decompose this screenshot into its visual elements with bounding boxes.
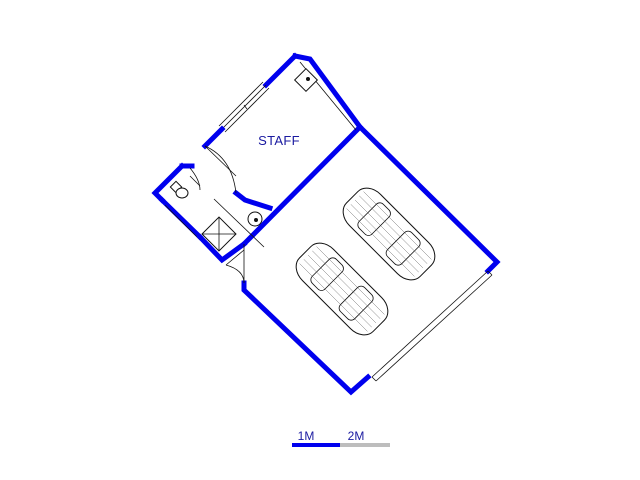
staff-door bbox=[204, 145, 237, 194]
sink-icon bbox=[293, 67, 319, 93]
garage-wall-bottom bbox=[241, 280, 372, 396]
garage-wall-top-left bbox=[240, 123, 364, 248]
toilet-icon bbox=[169, 180, 189, 199]
staff-room: STAFF bbox=[201, 52, 364, 212]
shower-icon bbox=[201, 216, 237, 252]
scale-bar-empty bbox=[340, 443, 390, 447]
basin-icon bbox=[247, 211, 263, 227]
car-icon bbox=[295, 242, 389, 336]
scale-bar: 1M 2M bbox=[292, 429, 390, 447]
room-label-staff: STAFF bbox=[258, 133, 300, 148]
window bbox=[218, 81, 270, 133]
garage-wall-right bbox=[356, 123, 501, 275]
scale-label-2m: 2M bbox=[348, 429, 365, 443]
bathroom bbox=[151, 162, 265, 284]
garage-door bbox=[371, 270, 493, 382]
scale-bar-filled bbox=[292, 443, 340, 447]
car-icon bbox=[342, 187, 436, 281]
garage bbox=[240, 123, 501, 396]
scale-label-1m: 1M bbox=[298, 429, 315, 443]
